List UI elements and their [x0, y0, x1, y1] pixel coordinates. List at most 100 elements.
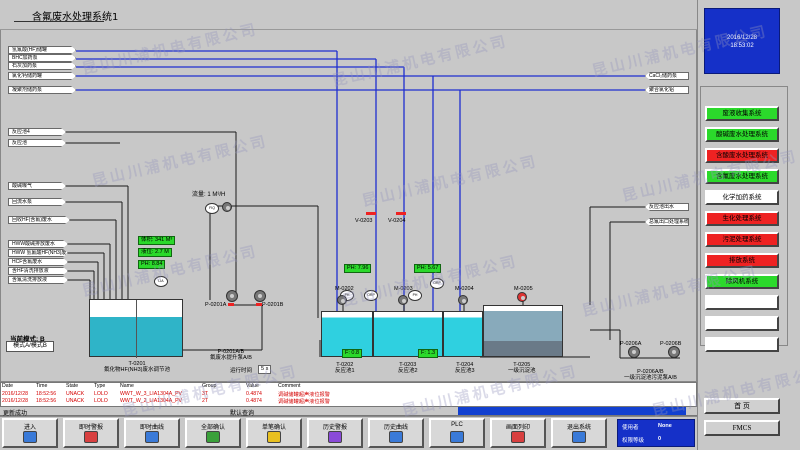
nav-system-button[interactable] [705, 316, 779, 331]
lower-left-tag[interactable]: 回流水泵 [8, 198, 66, 206]
nav-system-button[interactable]: 含氟废水处理系统 [705, 169, 779, 184]
mixer-2-icon[interactable] [398, 295, 408, 305]
lift-pump-a-icon[interactable] [226, 290, 238, 302]
flow-valve-icon[interactable] [222, 202, 232, 212]
right-feed-tag[interactable]: 聚合氯化铝 [645, 86, 689, 94]
source-tag[interactable]: 含HF清洗排放液 [8, 267, 68, 275]
mixer-4-icon[interactable] [517, 292, 527, 302]
alarm-query-text: 默认查询 [230, 411, 255, 417]
mixer-2-label: M-0203 [394, 286, 413, 292]
toolbar-button-label: 即时警报 [78, 425, 103, 431]
ph-probe-3-icon[interactable]: PH [408, 290, 422, 301]
alarm-header-cell: Time [36, 383, 48, 389]
clock-date: 2016/12/28 [726, 35, 758, 41]
nav-system-button[interactable]: 含酸废水处理系统 [705, 148, 779, 163]
toolbar-check-all-button[interactable]: 全部确认 [185, 418, 241, 448]
clock-time: 18:53:02 [730, 43, 754, 49]
nav-system-button[interactable]: 污泥处理系统 [705, 232, 779, 247]
ph-probe-4-icon[interactable]: ORP [430, 278, 444, 289]
level-readout: 液位: 2.7 M [138, 248, 172, 257]
toolbar-history-alarm-button[interactable]: 历史警报 [307, 418, 363, 448]
clarifier[interactable] [483, 305, 563, 357]
toolbar-button-label: 退出系统 [566, 425, 591, 431]
mixer-4-label: M-0205 [514, 286, 533, 292]
alarm-status-bar: 更新成功 默认查询 [0, 406, 697, 417]
nav-system-button[interactable]: 化学加药系统 [705, 190, 779, 205]
alarm-cell: 18:52:56 [36, 391, 57, 397]
source-tag[interactable]: HCF含氟废水 [8, 258, 68, 266]
ph1-readout: PH: 7.96 [344, 264, 372, 273]
lower-left-tag[interactable]: 酸碱曝气 [8, 182, 66, 190]
toolbar-alarm-button[interactable]: 即时警报 [63, 418, 119, 448]
mixer-1-icon[interactable] [337, 295, 347, 305]
level-transmitter-icon[interactable]: LIA [154, 276, 168, 287]
reactor-2[interactable] [373, 311, 443, 357]
toolbar-enter-button[interactable]: 进入 [2, 418, 58, 448]
nav-system-button[interactable]: 除风机系统 [705, 274, 779, 289]
right-mid-tag[interactable]: 总氟出口处理系统 [645, 218, 689, 226]
reactor-3[interactable] [443, 311, 483, 357]
toolbar-check-one-button[interactable]: 单笔确认 [246, 418, 302, 448]
mode-switch-button[interactable]: 模式A/模式B [6, 341, 54, 352]
right-mid-tag[interactable]: 反应池出水 [645, 203, 689, 211]
current-mode-label: 当前模式: B [10, 336, 45, 343]
nav-system-button[interactable]: 废液收集系统 [705, 106, 779, 121]
nav-system-button[interactable] [705, 295, 779, 310]
mid-left-tag[interactable]: 反应池4 [8, 128, 66, 136]
nav-system-button[interactable]: 排放系统 [705, 253, 779, 268]
mid-left-tag[interactable]: 反应池 [8, 139, 66, 147]
right-feed-tag[interactable]: CaCl₂储药泵 [645, 72, 689, 80]
title-bar: 含氟废水处理系统1 [0, 0, 697, 30]
alarm-cell: WWT_W_3_LIA1304A_PV [120, 391, 182, 397]
chem-feed-tag[interactable]: 氯化钙储药罐 [8, 72, 76, 80]
chem-feed-tag[interactable]: 氢氟酸(HF)储罐 [8, 46, 76, 54]
ph-probe-2-icon[interactable]: ORP [364, 290, 378, 301]
flow-meter-icon[interactable]: FIQ [205, 203, 219, 214]
alarm-cell: 2016/12/28 [2, 398, 28, 404]
plc-icon [450, 431, 464, 443]
toolbar-history-trend-button[interactable]: 历史曲线 [368, 418, 424, 448]
toolbar-trend-button[interactable]: 即时曲线 [124, 418, 180, 448]
source-tag[interactable]: HWW酸碱排放废水 [8, 240, 68, 248]
exit-icon [572, 431, 586, 443]
pump-ph-label: P-0206A [620, 341, 642, 347]
sludge-pump-label: P-0206A/B 一级沉淀池污泥泵A/B [624, 369, 677, 381]
fmcs-button[interactable]: FMCS [704, 420, 780, 436]
nav-system-button[interactable] [705, 337, 779, 352]
process-piping [66, 50, 680, 359]
lift-pump-b-icon[interactable] [254, 290, 266, 302]
toolbar-button-label: 即时曲线 [139, 425, 164, 431]
sludge-pump-b-icon[interactable] [668, 346, 680, 358]
alarm-status-text: 更新成功 [3, 411, 28, 417]
alarm-header-cell: Type [94, 383, 106, 389]
chem-feed-tag[interactable]: BHC加药泵 [8, 54, 76, 62]
alarm-cell: LOLO [94, 391, 108, 397]
timer-label: 运行时间 [230, 368, 253, 374]
chem-feed-tag[interactable]: 凝聚剂储药泵 [8, 86, 76, 94]
toolbar-exit-button[interactable]: 退出系统 [551, 418, 607, 448]
alarm-header-cell: Value [246, 383, 259, 389]
alarm-cell: 0.4874 [246, 398, 262, 404]
main-tank[interactable] [89, 299, 183, 358]
chem-feed-tag[interactable]: 石灰加药泵 [8, 62, 76, 70]
user-label: 使用者 [622, 425, 639, 431]
sludge-pump-a-icon[interactable] [628, 346, 640, 358]
lift-pump-label: P-0201A/B 氟废水提升泵A/B [210, 349, 252, 361]
source-tag[interactable]: HWW 氢氟酸HF(NH3)废水 [8, 249, 68, 257]
timer-value[interactable]: 5 s [258, 365, 272, 374]
f1-readout: F: 0.8 [342, 349, 363, 358]
lower-left-tag[interactable]: 回收HF(含氟)废水 [8, 216, 70, 224]
trend-icon [145, 431, 159, 443]
nav-system-button[interactable]: 生化处理系统 [705, 211, 779, 226]
reactor-1-label: T-0202 反应池1 [335, 362, 355, 374]
mixer-3-icon[interactable] [458, 295, 468, 305]
toolbar-print-button[interactable]: 画面列印 [490, 418, 546, 448]
alarm-cell: 2T [202, 398, 209, 404]
source-tag[interactable]: 含氟清洗排放液 [8, 276, 68, 284]
nav-system-button[interactable]: 酸碱废水处理系统 [705, 127, 779, 142]
valve-1-label: V-0203 [355, 218, 373, 224]
toolbar-plc-button[interactable]: PLC [429, 418, 485, 448]
home-button[interactable]: 首 页 [704, 398, 780, 414]
